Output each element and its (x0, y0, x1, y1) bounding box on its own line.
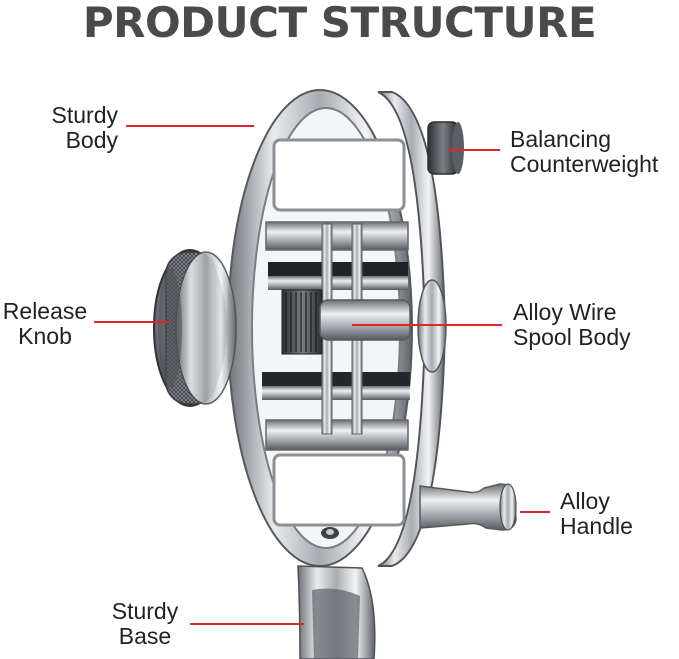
page-title: PRODUCT STRUCTURE (82, 0, 597, 47)
leader-sturdy-base (190, 623, 304, 625)
leader-alloy-handle (520, 511, 550, 513)
reel-front-rim (377, 91, 447, 567)
leader-alloy-wire-spool-body (352, 324, 502, 326)
leader-balancing-counterweight (448, 149, 500, 151)
leader-sturdy-body (126, 125, 254, 127)
leader-release-knob (94, 321, 170, 323)
handle-part (419, 483, 517, 531)
spool-cap (417, 279, 447, 373)
